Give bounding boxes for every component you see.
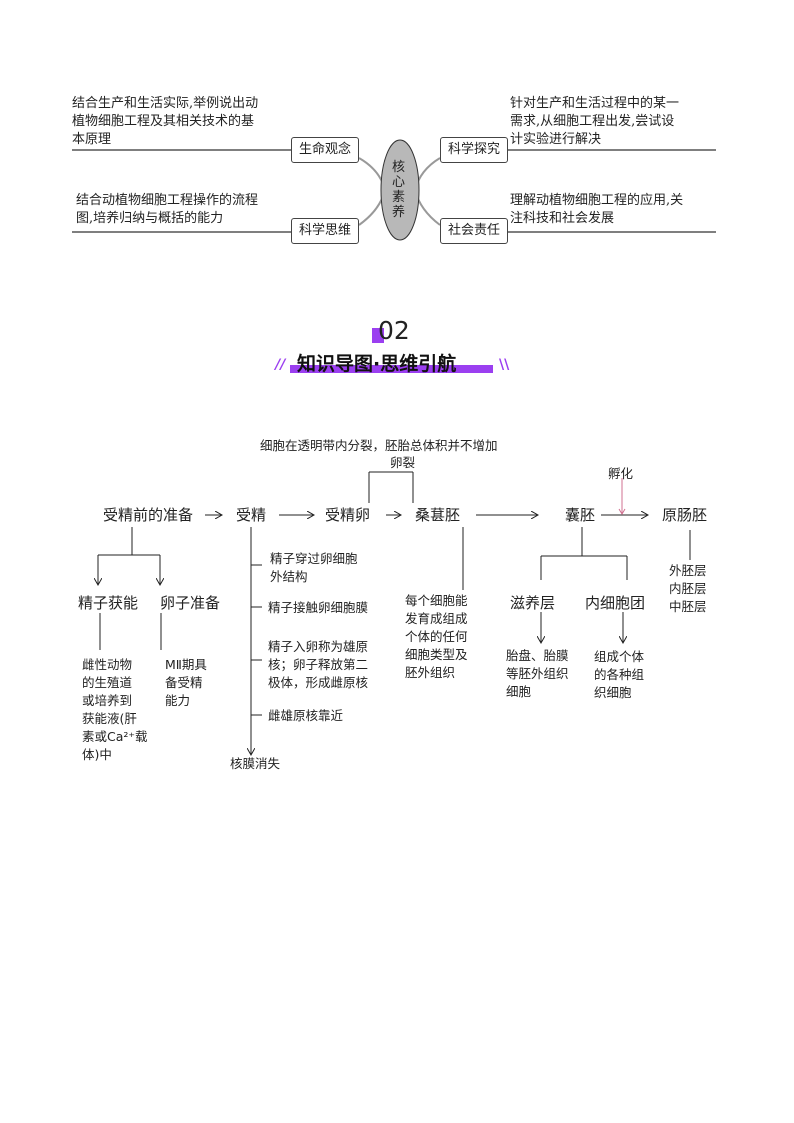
fert-step-2: 精子接触卵细胞膜: [268, 600, 369, 615]
fert-step-4: 雌雄原核靠近: [268, 708, 344, 723]
title-slash-left: //: [275, 357, 286, 373]
right-bottom-text: 理解动植物细胞工程的应用,关注科技和社会发展: [510, 193, 684, 226]
title-slash-right: \\: [499, 357, 510, 373]
section-number: 02: [378, 316, 410, 345]
hatching-label: 孵化: [608, 466, 634, 481]
section-title: 知识导图·思维引航: [297, 353, 457, 375]
trophoblast: 滋养层: [510, 594, 556, 612]
right-top-text: 针对生产和生活过程中的某一需求,从细胞工程出发,尝试设计实验进行解决: [510, 96, 680, 147]
core-center-label: 核心素养: [392, 160, 406, 220]
stage-prep: 受精前的准备: [103, 506, 194, 524]
icm-desc: 组成个体的各种组织细胞: [594, 649, 645, 700]
fert-end: 核膜消失: [230, 756, 281, 771]
fert-step-3: 精子入卵称为雄原核；卵子释放第二极体，形成雌原核: [268, 639, 369, 690]
section-number-accent: [372, 328, 384, 343]
stage-morula: 桑葚胚: [415, 506, 461, 524]
morula-desc: 每个细胞能发育成组成个体的任何细胞类型及胚外组织: [405, 593, 468, 680]
core-diagram-lines: [72, 139, 716, 241]
sperm-capacitation: 精子获能: [78, 594, 139, 612]
scientific-inquiry-box: 科学探究: [440, 137, 508, 163]
left-bottom-text: 结合动植物细胞工程操作的流程图,培养归纳与概括的能力: [76, 193, 259, 226]
cleavage-note: 细胞在透明带内分裂，胚胎总体积并不增加: [260, 438, 498, 453]
sperm-capacitation-desc: 雌性动物的生殖道或培养到获能液(肝素或Ca²⁺载体)中: [82, 657, 148, 762]
social-responsibility-box: 社会责任: [440, 218, 508, 244]
title-underline: [290, 365, 493, 373]
stage-zygote: 受精卵: [325, 506, 371, 524]
life-concept-box: 生命观念: [291, 137, 359, 163]
cleavage-label: 卵裂: [390, 455, 416, 470]
stage-gastrula: 原肠胚: [662, 506, 708, 524]
scientific-thinking-box: 科学思维: [291, 218, 359, 244]
fert-step-1: 精子穿过卵细胞外结构: [270, 551, 358, 584]
stage-blastocyst: 囊胚: [565, 506, 596, 524]
inner-cell-mass: 内细胞团: [585, 594, 646, 612]
stage-fertilization: 受精: [236, 506, 267, 524]
egg-preparation-desc: MⅡ期具备受精能力: [165, 657, 207, 708]
egg-preparation: 卵子准备: [160, 594, 221, 612]
germ-layers: 外胚层内胚层中胚层: [669, 563, 707, 614]
left-top-text: 结合生产和生活实际,举例说出动植物细胞工程及其相关技术的基本原理: [72, 96, 259, 147]
trophoblast-desc: 胎盘、胎膜等胚外组织细胞: [506, 648, 569, 699]
